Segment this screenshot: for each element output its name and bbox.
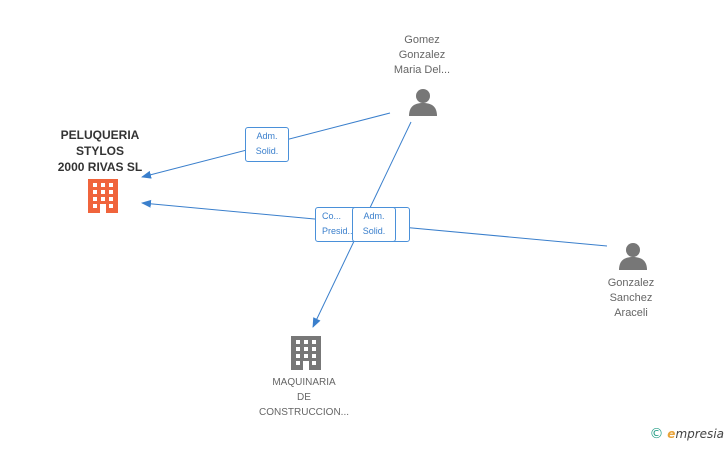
person-icon[interactable] bbox=[408, 88, 438, 116]
node-label-gomez[interactable]: Gomez Gonzalez Maria Del... bbox=[393, 34, 451, 76]
node-label-peluqueria[interactable]: PELUQUERIA STYLOS 2000 RIVAS SL bbox=[57, 128, 143, 174]
empresia-logo: © empresia bbox=[649, 426, 724, 442]
edge-label-adm-solid[interactable]: Adm. Solid. bbox=[352, 207, 396, 242]
node-label-maquinaria[interactable]: MAQUINARIA DE CONSTRUCCION... bbox=[259, 377, 349, 418]
building-icon[interactable] bbox=[291, 336, 321, 370]
node-label-gonzalez[interactable]: Gonzalez Sanchez Araceli bbox=[607, 277, 655, 319]
person-icon[interactable] bbox=[618, 242, 648, 270]
edge-label-adm-solid[interactable]: Adm. Solid. bbox=[245, 127, 289, 162]
building-icon[interactable] bbox=[87, 179, 119, 213]
copyright-icon: © bbox=[649, 426, 664, 442]
